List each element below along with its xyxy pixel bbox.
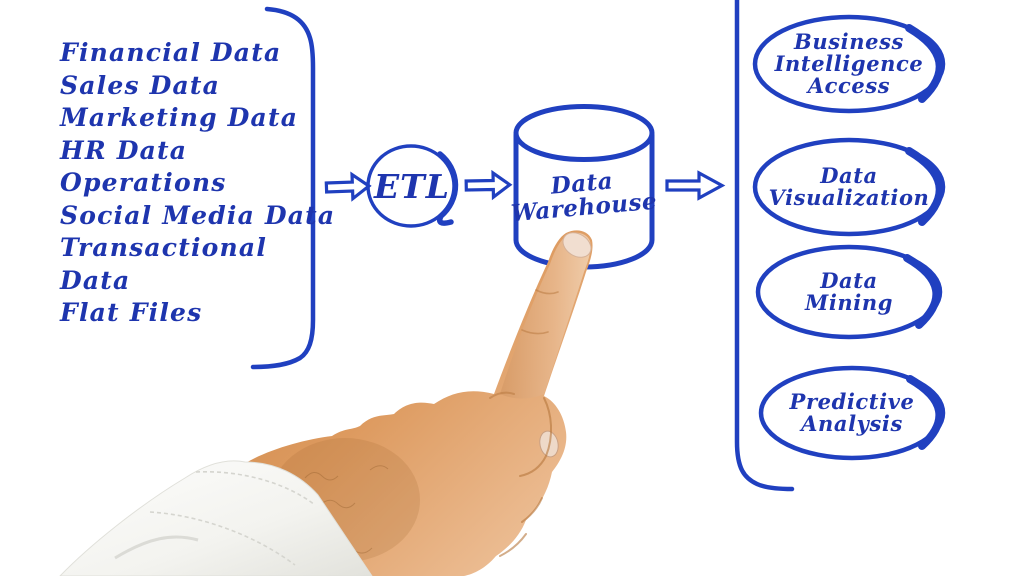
source-item: Operations: [60, 168, 227, 197]
output-label-line: Business: [794, 29, 904, 54]
output-label-data-mining: Data Mining: [758, 248, 940, 336]
source-item: Flat Files: [60, 298, 203, 327]
source-item: Financial Data: [60, 38, 282, 67]
output-label-line: Data: [820, 268, 878, 293]
output-label-predictive-analysis: Predictive Analysis: [761, 369, 943, 457]
outputs-group-bracket: [734, 0, 795, 492]
output-oval-1: [752, 137, 946, 237]
shirt-sleeve: [59, 460, 373, 576]
source-list: Financial Data Sales Data Marketing Data…: [60, 37, 336, 330]
output-label-business-intelligence-access: Business Intelligence Access: [755, 17, 943, 111]
source-item: Sales Data: [60, 70, 221, 100]
output-label-line: Mining: [804, 290, 894, 315]
output-oval-3: [758, 365, 946, 461]
output-label-line: Analysis: [801, 411, 903, 436]
output-label-line: Intelligence: [774, 51, 924, 76]
source-item: Data: [60, 265, 131, 295]
flow-arrow-icon-3: [665, 170, 726, 201]
source-group-bracket: [250, 6, 316, 370]
output-label-line: Predictive: [789, 389, 915, 414]
output-label-data-visualization: Data Visualization: [755, 141, 943, 233]
output-oval-2: [755, 244, 943, 340]
etl-circle: [366, 144, 459, 228]
source-item: Transactional: [60, 233, 268, 262]
output-oval-0: [752, 14, 946, 114]
index-fingernail: [562, 232, 592, 258]
output-label-line: Access: [807, 73, 891, 98]
output-label-line: Data: [820, 163, 878, 188]
etl-label: ETL: [374, 166, 450, 206]
source-item: Social Media Data: [60, 200, 336, 230]
output-label-line: Visualization: [768, 185, 930, 210]
source-item: HR Data: [60, 135, 188, 165]
flow-arrow-icon-2: [464, 169, 513, 201]
flow-arrow-icon-1: [324, 171, 372, 202]
source-item: Marketing Data: [60, 103, 299, 132]
